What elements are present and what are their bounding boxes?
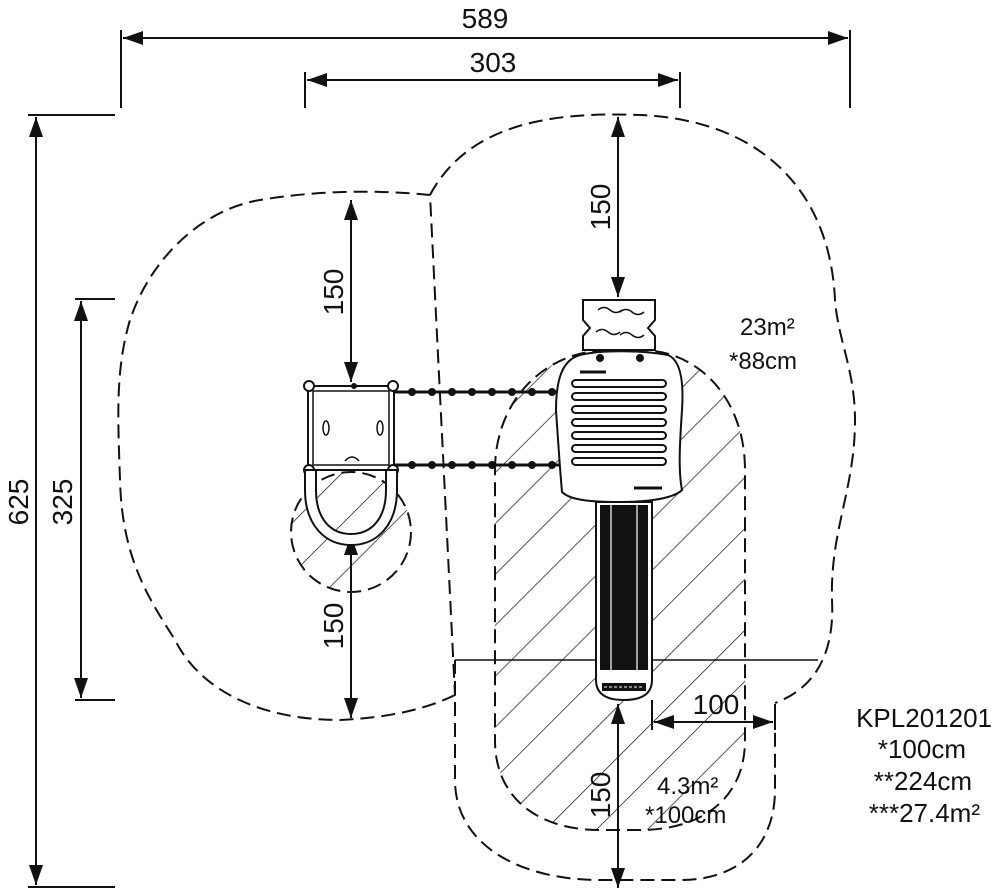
- dim-left-inner: 325: [47, 479, 78, 526]
- product-free-height: **224cm: [874, 766, 972, 796]
- dim-platform-bottom: 150: [318, 603, 349, 650]
- dim-top-overall: 589: [462, 3, 509, 34]
- slide-exit-safety-zone: [454, 660, 776, 881]
- dim-left-overall: 625: [3, 479, 34, 526]
- product-total-area: ***27.4m²: [869, 798, 981, 828]
- slide-chute: [595, 501, 653, 702]
- dim-top-inner: 303: [470, 47, 517, 78]
- product-info-block: KPL201201 *100cm **224cm ***27.4m²: [856, 703, 992, 828]
- main-safety-zone: [117, 113, 857, 722]
- product-fall-height: *100cm: [878, 734, 966, 764]
- connecting-bridge: [394, 388, 560, 469]
- slide-start-platform: [554, 350, 684, 504]
- dim-platform-top: 150: [318, 269, 349, 316]
- slide-area-height: *100cm: [645, 802, 726, 829]
- product-code: KPL201201: [856, 703, 992, 733]
- platform-half-ring: [304, 469, 398, 547]
- platform-tower: [303, 380, 399, 476]
- main-area-label: 23m²: [740, 314, 795, 341]
- dim-panel-top: 150: [585, 184, 616, 231]
- slide-top-panel: [582, 299, 656, 351]
- slide-area-label: 4.3m²: [657, 773, 718, 800]
- main-area-height: *88cm: [729, 348, 797, 375]
